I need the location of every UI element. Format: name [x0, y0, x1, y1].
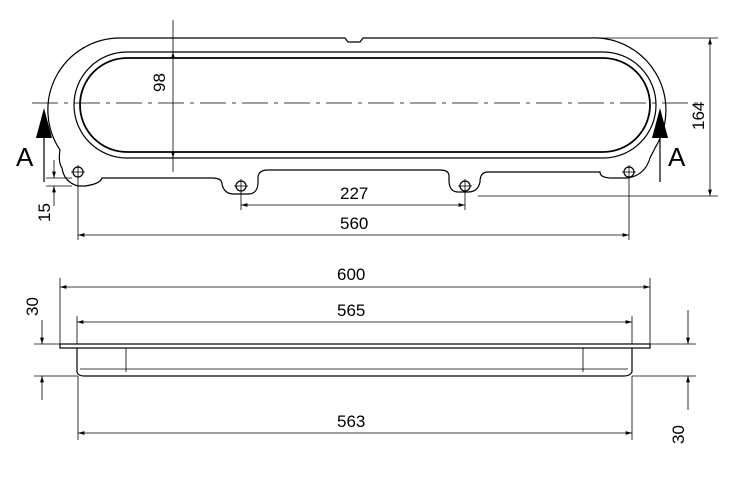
dimension-600-label: 600 — [337, 265, 365, 284]
dimension-164: 164 — [478, 37, 718, 197]
dimension-98-label: 98 — [150, 73, 169, 92]
dimension-15-label: 15 — [35, 203, 54, 222]
side-flange — [59, 343, 651, 349]
dimension-30-right-label: 30 — [669, 425, 688, 444]
dimension-227: 227 — [240, 184, 466, 210]
dimension-30-left: 30 — [23, 297, 78, 400]
dimension-560-label: 560 — [340, 214, 368, 233]
dimension-30-left-label: 30 — [23, 297, 42, 316]
inner-opening-inner — [79, 57, 651, 153]
dimension-30-right: 30 — [632, 310, 696, 444]
section-marker-left-label: A — [16, 142, 34, 172]
dimension-227-label: 227 — [340, 184, 368, 203]
dimension-600: 600 — [59, 265, 651, 344]
section-marker-left: A — [16, 108, 52, 182]
dimension-563: 563 — [77, 376, 633, 440]
dimension-563-label: 563 — [337, 412, 365, 431]
mounting-holes — [71, 165, 636, 193]
dimension-98: 98 — [150, 20, 175, 172]
dimension-565-label: 565 — [337, 301, 365, 320]
flange-outline — [47, 37, 667, 195]
inner-opening-outer — [73, 51, 657, 159]
dimension-565: 565 — [76, 301, 633, 344]
dimension-164-label: 164 — [689, 102, 708, 130]
section-marker-right-label: A — [668, 142, 686, 172]
dimension-15: 15 — [35, 160, 72, 222]
top-view: 98 164 15 227 560 — [16, 20, 718, 240]
dimension-560: 560 — [77, 178, 630, 240]
section-marker-right: A — [652, 108, 686, 182]
side-view: 600 565 563 30 — [23, 265, 696, 444]
side-body — [76, 348, 633, 377]
